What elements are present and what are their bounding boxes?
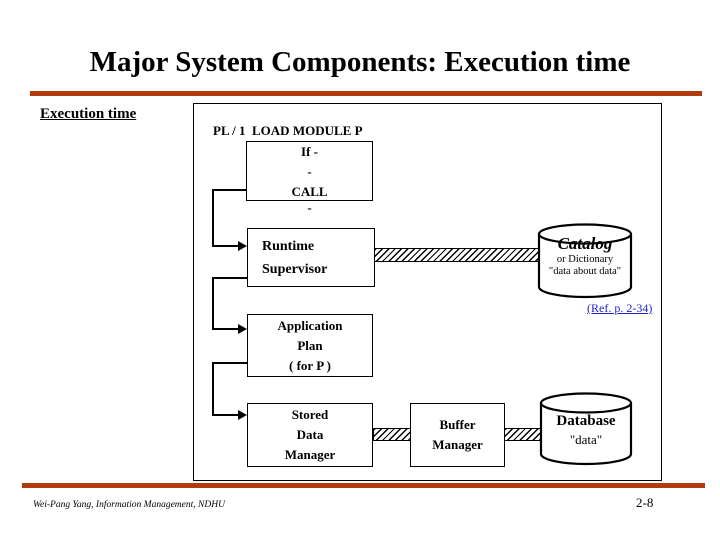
arrowhead-into-runtime-supervisor bbox=[238, 241, 247, 251]
runtime-supervisor-box: Runtime Supervisor bbox=[247, 228, 375, 287]
arrowhead-into-stored-data-manager bbox=[238, 410, 247, 420]
load-module-code-box: If - - CALL bbox=[246, 141, 373, 201]
application-plan-line2: Plan bbox=[297, 338, 323, 353]
hatch-channel-stored-to-buffer bbox=[373, 428, 411, 441]
arrowhead-into-application-plan bbox=[238, 324, 247, 334]
footer-author: Wei-Pang Yang, Information Management, N… bbox=[33, 500, 225, 510]
side-label-execution-time: Execution time bbox=[40, 106, 137, 122]
code-line-call: CALL bbox=[291, 184, 328, 199]
stored-data-manager-line2: Data bbox=[296, 427, 324, 442]
page-number: 2-8 bbox=[636, 495, 654, 510]
bottom-rule-divider bbox=[22, 483, 705, 488]
runtime-supervisor-line2: Supervisor bbox=[262, 262, 328, 277]
code-line-dash: - bbox=[307, 164, 312, 179]
connector-a-vertical bbox=[212, 189, 214, 247]
code-line-if: If - bbox=[301, 144, 318, 159]
database-data-label: "data" bbox=[569, 432, 603, 447]
connector-a-horizontal-top bbox=[212, 189, 247, 191]
catalog-data-about-data: "data about data" bbox=[548, 266, 622, 277]
catalog-subtitle: or Dictionary bbox=[556, 254, 614, 265]
top-rule-divider bbox=[30, 91, 702, 96]
catalog-title: Catalog bbox=[557, 234, 613, 253]
hatch-channel-buffer-to-database bbox=[504, 428, 541, 441]
application-plan-line3: ( for P ) bbox=[289, 358, 331, 373]
stored-data-manager-line1: Stored bbox=[291, 407, 329, 422]
code-line-dash-below-box: - bbox=[307, 200, 312, 215]
connector-c-horizontal-top bbox=[212, 362, 248, 364]
connector-b-horizontal-bottom bbox=[213, 328, 239, 330]
application-plan-line1: Application bbox=[277, 318, 343, 333]
connector-a-horizontal-bottom bbox=[213, 245, 239, 247]
diagram-frame bbox=[193, 103, 662, 481]
database-cylinder: Database "data" bbox=[539, 392, 633, 468]
database-title: Database bbox=[556, 413, 616, 429]
connector-b-vertical bbox=[212, 277, 214, 330]
connector-c-horizontal-bottom bbox=[213, 414, 239, 416]
connector-c-vertical bbox=[212, 362, 214, 416]
hatch-channel-runtime-to-catalog bbox=[374, 248, 539, 262]
catalog-cylinder: Catalog or Dictionary "data about data" bbox=[537, 223, 633, 301]
cylinder-shape-icon bbox=[539, 392, 633, 466]
ref-page-link[interactable]: (Ref. p. 2-34) bbox=[586, 301, 654, 316]
cylinder-shape-icon bbox=[537, 223, 633, 299]
connector-b-horizontal-top bbox=[212, 277, 248, 279]
buffer-manager-line1: Buffer bbox=[439, 417, 476, 432]
stored-data-manager-line3: Manager bbox=[284, 447, 336, 462]
page-title: Major System Components: Execution time bbox=[89, 46, 631, 78]
runtime-supervisor-line1: Runtime bbox=[262, 239, 315, 254]
pl1-load-module-label: PL / 1 LOAD MODULE P bbox=[213, 123, 363, 138]
buffer-manager-line2: Manager bbox=[432, 437, 483, 452]
application-plan-box: Application Plan ( for P ) bbox=[247, 314, 373, 377]
stored-data-manager-box: Stored Data Manager bbox=[247, 403, 373, 467]
buffer-manager-box: Buffer Manager bbox=[410, 403, 505, 467]
